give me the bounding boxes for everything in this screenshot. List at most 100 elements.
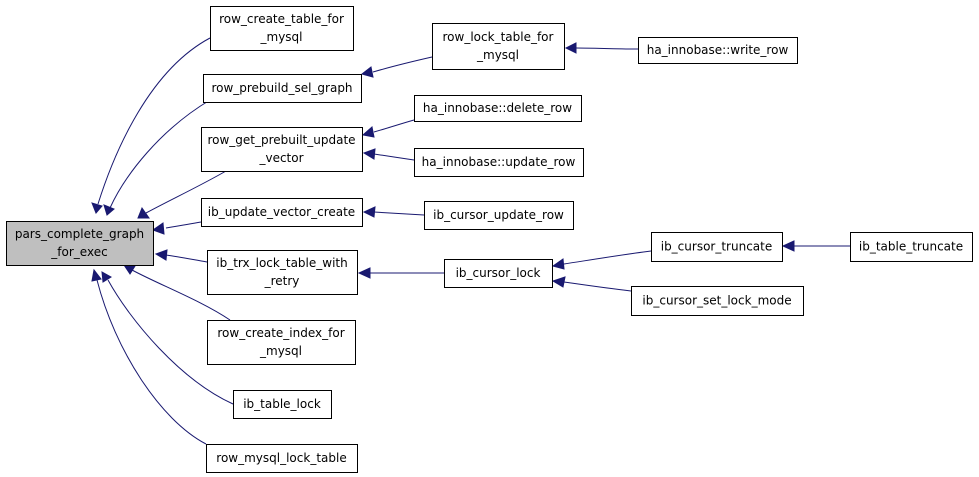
node-box	[444, 259, 553, 288]
edge-row_mysql_lock-to-root	[91, 268, 207, 445]
node-box	[414, 95, 582, 122]
edge-ib_cursor_set_lock_mode-to-ib_cursor_lock	[551, 276, 632, 292]
edge-line	[97, 37, 211, 205]
node-row-mysql-lock[interactable]: row_mysql_lock_table	[206, 444, 358, 473]
node-box	[201, 198, 363, 227]
edge-line	[165, 254, 208, 263]
edge-arrowhead	[361, 126, 375, 138]
node-label-line: _vector	[258, 151, 303, 165]
edge-line	[131, 269, 231, 321]
node-row-get-prebuilt[interactable]: row_get_prebuilt_update _vector	[201, 127, 363, 172]
edge-ib_cursor_truncate-to-ib_cursor_lock	[551, 250, 652, 270]
node-row-prebuild-sel[interactable]: row_prebuild_sel_graph	[203, 74, 362, 103]
edge-arrowhead	[360, 66, 374, 78]
node-box	[210, 6, 354, 51]
node-label-line: row_get_prebuilt_update	[207, 133, 355, 147]
edge-arrowhead	[91, 202, 103, 214]
node-box	[201, 127, 363, 172]
node-label-line: ha_innobase::write_row	[647, 43, 789, 57]
edge-line	[96, 279, 207, 445]
edge-line	[373, 119, 415, 133]
node-ib-cursor-lock[interactable]: ib_cursor_lock	[444, 259, 553, 288]
node-label-line: row_create_index_for	[217, 326, 344, 340]
node-label-line: ib_cursor_set_lock_mode	[642, 294, 791, 308]
edge-arrowhead	[137, 206, 150, 219]
edge-arrowhead	[123, 264, 136, 275]
node-ha-update-row[interactable]: ha_innobase::update_row	[414, 148, 584, 177]
edge-line	[109, 99, 211, 209]
node-ib-cursor-set-lock-mode[interactable]: ib_cursor_set_lock_mode	[631, 286, 804, 316]
edge-ib_cursor_update_row-to-ib_update_vector	[362, 206, 425, 218]
node-row-create-table[interactable]: row_create_table_for_mysql	[210, 6, 354, 51]
node-ib-cursor-update-row[interactable]: ib_cursor_update_row	[424, 201, 574, 230]
edge-arrowhead	[101, 271, 112, 283]
node-label-line: ha_innobase::delete_row	[423, 101, 572, 115]
node-ha-delete-row[interactable]: ha_innobase::delete_row	[414, 95, 582, 122]
edge-line	[145, 170, 227, 214]
edge-row_get_prebuilt-to-root	[137, 170, 227, 219]
edge-ib_update_vector-to-root	[151, 221, 202, 235]
node-box	[631, 286, 804, 316]
edge-line	[372, 56, 433, 73]
edge-arrowhead	[551, 276, 566, 288]
edge-arrowhead	[781, 240, 795, 252]
edge-arrowhead	[362, 148, 376, 160]
node-box	[638, 37, 798, 64]
edge-ha_delete_row-to-row_get_prebuilt	[361, 119, 415, 138]
edge-arrowhead	[151, 222, 165, 235]
node-box	[414, 148, 584, 177]
node-label-line: ib_cursor_truncate	[661, 240, 773, 254]
node-box	[424, 201, 574, 230]
edge-ib_cursor_lock-to-ib_trx_lock	[357, 267, 444, 279]
node-row-create-index[interactable]: row_create_index_for _mysql	[207, 320, 356, 365]
node-label-line: ha_innobase::update_row	[422, 155, 576, 169]
edge-line	[373, 211, 425, 216]
node-ib-cursor-truncate[interactable]: ib_cursor_truncate	[651, 232, 783, 262]
edge-line	[563, 250, 652, 265]
edge-arrowhead	[551, 258, 565, 270]
node-box	[207, 320, 356, 365]
node-label-line: row_lock_table_for	[443, 30, 554, 44]
node-label-line: _mysql	[259, 344, 302, 358]
edges-layer	[91, 37, 851, 445]
edge-arrowhead	[564, 42, 577, 54]
node-ha-write-row[interactable]: ha_innobase::write_row	[638, 37, 798, 64]
edge-arrowhead	[154, 249, 168, 261]
edge-line	[165, 221, 202, 229]
edge-ib_table_lock-to-root	[101, 271, 234, 405]
edge-row_create_table-to-root	[91, 37, 211, 214]
edge-line	[563, 281, 632, 292]
edge-row_lock_table-to-row_prebuild_sel	[360, 56, 433, 78]
edge-arrowhead	[362, 206, 376, 218]
node-label-line: row_mysql_lock_table	[216, 451, 346, 465]
edge-ib_table_truncate-to-ib_cursor_truncate	[781, 240, 851, 252]
node-ib-update-vector[interactable]: ib_update_vector_create	[201, 198, 363, 227]
edge-line	[575, 47, 639, 50]
node-label-line: ib_cursor_update_row	[433, 208, 564, 222]
edge-line	[373, 153, 415, 161]
node-row-lock-table[interactable]: row_lock_table_for_mysql	[432, 23, 565, 70]
node-label-line: ib_update_vector_create	[208, 205, 355, 219]
node-box	[432, 23, 565, 70]
node-box	[207, 250, 358, 295]
node-root[interactable]: pars_complete_graph _for_exec	[6, 221, 154, 266]
edge-row_prebuild_sel-to-root	[103, 99, 211, 216]
node-ib-table-truncate[interactable]: ib_table_truncate	[850, 232, 973, 262]
node-label-line: pars_complete_graph	[15, 227, 144, 241]
edge-arrowhead	[357, 267, 371, 279]
node-box	[850, 232, 973, 262]
edge-ib_trx_lock-to-root	[154, 249, 208, 263]
edge-ha_update_row-to-row_get_prebuilt	[362, 148, 415, 161]
node-label-line: _retry	[264, 274, 300, 288]
node-ib-trx-lock[interactable]: ib_trx_lock_table_with_retry	[207, 250, 358, 295]
node-label-line: _for_exec	[50, 245, 107, 259]
node-ib-table-lock[interactable]: ib_table_lock	[233, 390, 332, 419]
node-label-line: row_create_table_for	[219, 12, 344, 26]
node-box	[6, 221, 154, 266]
node-label-line: row_prebuild_sel_graph	[211, 81, 352, 95]
edge-arrowhead	[103, 204, 115, 216]
edge-ha_write_row-to-row_lock_table	[564, 42, 639, 54]
node-box	[206, 444, 358, 473]
edge-line	[107, 279, 234, 405]
